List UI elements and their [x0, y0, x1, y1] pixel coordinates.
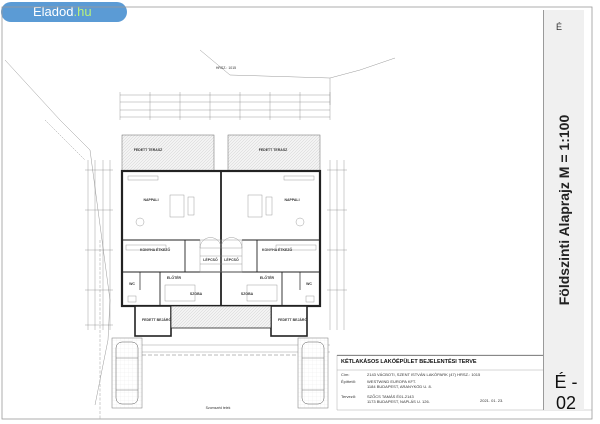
entry-volumes [134, 305, 308, 337]
room-label-vestibule-right: FEDETT BEJÁRÓ [278, 318, 308, 322]
sheet-border [1, 6, 593, 420]
title-block: KÉTLAKÁSOS LAKÓÉPÜLET BEJELENTÉSI TERVE … [337, 355, 543, 411]
room-label-stair-right: LÉPCSŐ [224, 258, 239, 262]
plot-street-label: Szomszéd telek [205, 406, 231, 410]
plot-boundary [4, 49, 396, 420]
furniture [125, 175, 317, 303]
room-label-bedroom-left: SZOBA [189, 292, 203, 296]
designer-value: SZŐCS TAMÁS É01-2143 [367, 394, 414, 399]
address-label: Cím: [341, 372, 350, 377]
site-badge-name: Eladod [33, 4, 74, 19]
room-label-terrace-right: FEDETT TERASZ [258, 148, 288, 152]
building-walls [120, 169, 322, 308]
client-address: 1184 BUDAPEST, ARANYKÖD U. 8. [367, 384, 432, 389]
sheet-title: Földszinti Alaprajz M = 1:100 [556, 114, 572, 306]
client-label: Építtető: [341, 379, 356, 384]
plot-neighbor-label: HRSZ.: 1015 [215, 66, 237, 70]
room-label-terrace-left: FEDETT TERASZ [133, 148, 163, 152]
site-badge-tld: .hu [73, 4, 92, 19]
address-value: 2143 VÁCBOTI, SZENT ISTVÁN LAKÓPARK (47)… [367, 372, 481, 377]
north-label: É [556, 22, 563, 32]
room-label-kitchen-left: KONYHA ÉTKEZŐ [140, 248, 171, 252]
room-label-living-right: NAPPALI [284, 198, 300, 202]
room-label-entry-right: ELŐTÉR [259, 276, 275, 280]
dimension-lines [87, 94, 345, 353]
terrace-right [227, 134, 321, 172]
client-value: WESTWIND EUROPA KFT. [367, 379, 417, 384]
dimension-ticks [85, 92, 347, 326]
room-label-wc-right: WC [306, 282, 312, 286]
room-label-kitchen-right: KONYHA ÉTKEZŐ [262, 248, 293, 252]
room-label-wc-left: WC [129, 282, 135, 286]
room-label-bedroom-right: SZOBA [240, 292, 254, 296]
designer-address: 1173 BUDAPEST, NAPLÁS U. 126. [367, 399, 430, 404]
drawing-date: 2021. 01. 23. [480, 398, 504, 403]
room-label-living-left: NAPPALI [143, 198, 159, 202]
sheet-title-strip: Földszinti Alaprajz M = 1:100 [543, 10, 584, 410]
room-label-entry-left: ELŐTÉR [166, 276, 182, 280]
sheet-number: É - 02 [554, 372, 578, 413]
project-title: KÉTLAKÁSOS LAKÓÉPÜLET BEJELENTÉSI TERVE [341, 359, 477, 365]
parking [111, 337, 329, 409]
terrace-left [121, 134, 215, 172]
room-label-stair-left: LÉPCSŐ [203, 258, 218, 262]
designer-label: Tervező: [341, 394, 357, 399]
room-label-vestibule-left: FEDETT BEJÁRÓ [142, 318, 172, 322]
